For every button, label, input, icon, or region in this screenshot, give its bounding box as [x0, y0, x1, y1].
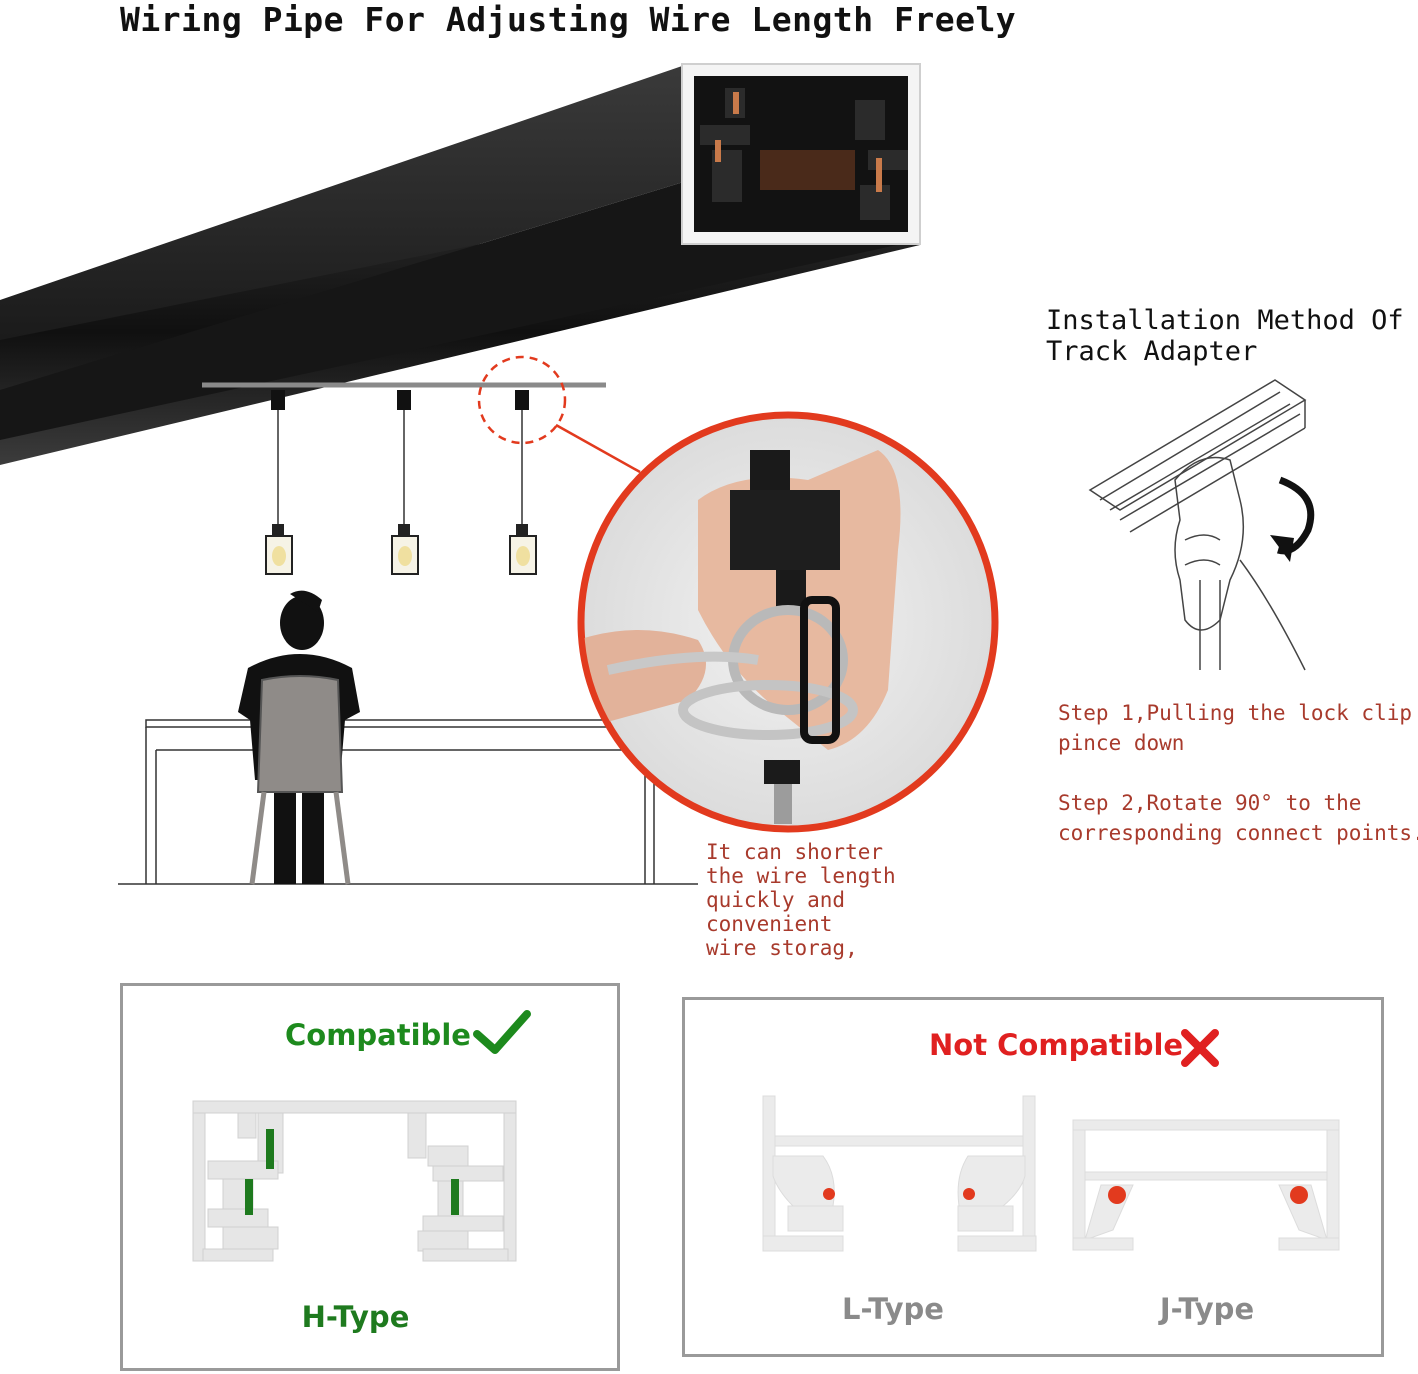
- cross-icon: [1181, 1029, 1219, 1067]
- installation-step-2: Step 2,Rotate 90° to the corresponding c…: [1058, 791, 1418, 845]
- compatible-heading: Compatible: [285, 1018, 471, 1052]
- wire-storage-note: It can shorter the wire length quickly a…: [706, 840, 896, 960]
- pendant-light-1: [265, 390, 293, 575]
- l-type-profile-drawing: [762, 1095, 1037, 1252]
- incompatible-heading: Not Compatible: [929, 1028, 1184, 1062]
- h-type-label: H-Type: [301, 1300, 410, 1334]
- chair: [249, 675, 351, 885]
- page-title: Wiring Pipe For Adjusting Wire Length Fr…: [120, 0, 1017, 39]
- l-type-label: L-Type: [842, 1292, 944, 1326]
- pendant-light-2: [391, 390, 419, 575]
- installation-step-1: Step 1,Pulling the lock clip pince down: [1058, 701, 1413, 755]
- j-type-profile-drawing: [1072, 1119, 1340, 1251]
- h-type-profile-drawing: [192, 1100, 517, 1262]
- incompatible-panel: Not Compatible: [682, 997, 1384, 1357]
- zoomed-adapter-photo: [577, 411, 999, 833]
- compatible-panel: Compatible H-Type: [120, 983, 620, 1371]
- track-rail-image: [0, 63, 921, 465]
- installation-drawing: [1088, 379, 1315, 671]
- highlight-circle: [477, 355, 567, 445]
- pendant-light-3: [509, 390, 537, 575]
- j-type-label: J-Type: [1159, 1292, 1255, 1326]
- installation-title: Installation Method Of Track Adapter: [1046, 305, 1404, 367]
- check-icon: [473, 1010, 531, 1054]
